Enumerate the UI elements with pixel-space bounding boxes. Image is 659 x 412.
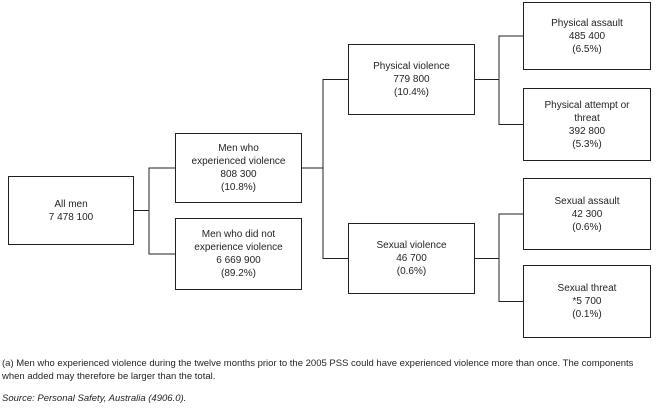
connector-all-men-branch	[134, 167, 175, 255]
source-line: Source: Personal Safety, Australia (4906…	[2, 393, 187, 404]
connector-sexual-violence-branch	[475, 213, 523, 302]
connector-physical-violence-branch	[475, 35, 523, 125]
node-sexual-threat: Sexual threat*5 700(0.1%)	[523, 265, 651, 338]
connector-experienced-branch	[302, 79, 348, 259]
footnote-a: (a) Men who experienced violence during …	[2, 358, 634, 382]
